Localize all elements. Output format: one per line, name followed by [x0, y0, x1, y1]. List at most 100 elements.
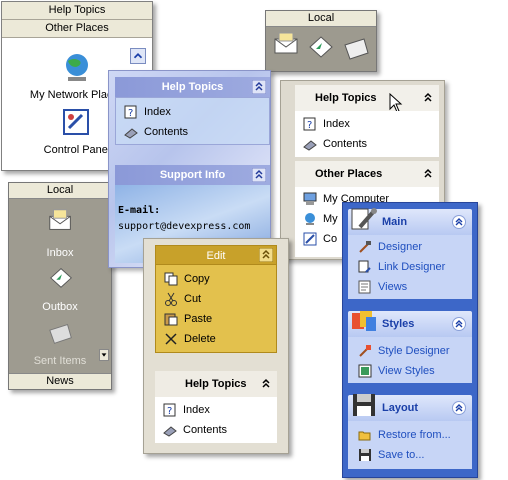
- group-header-other-places[interactable]: Other Places: [295, 161, 439, 187]
- chevron-up-icon[interactable]: [259, 377, 273, 391]
- item-label: Index: [323, 118, 350, 130]
- sent-items-icon[interactable]: [342, 33, 372, 63]
- group-title: Main: [382, 216, 408, 228]
- floppy-disk-icon: [350, 391, 378, 419]
- group-body-edit: Copy Cut Paste Delete: [155, 265, 277, 353]
- navbar-item-inbox[interactable]: Inbox: [46, 247, 74, 259]
- navbar-item-contents[interactable]: Contents: [295, 134, 439, 154]
- group-title: Other Places: [315, 168, 383, 180]
- chevron-up-icon[interactable]: [252, 80, 266, 94]
- inbox-icon[interactable]: [47, 207, 75, 235]
- navbar-xp-blue-panel: Main Designer Link Designer Views Styles: [342, 202, 478, 478]
- book-icon: [163, 423, 177, 437]
- navbar-item-sent-items[interactable]: Sent Items: [33, 355, 87, 367]
- group-header-styles[interactable]: Styles: [348, 311, 472, 337]
- item-label: Views: [378, 281, 408, 293]
- group-title: Help Topics: [185, 378, 247, 390]
- navbar-item-paste[interactable]: Paste: [156, 309, 276, 329]
- group-body-help-topics: ? Index Contents: [295, 111, 439, 157]
- navbar-item-network-places[interactable]: My Network Places: [2, 52, 152, 101]
- support-email[interactable]: support@devexpress.com: [118, 221, 251, 232]
- chevron-up-icon[interactable]: [252, 168, 266, 182]
- item-label: Save to...: [378, 449, 425, 461]
- group-header-news[interactable]: News: [9, 373, 111, 389]
- group-title: Support Info: [159, 169, 226, 181]
- group-header-local[interactable]: Local: [266, 11, 376, 27]
- navbar-item-index[interactable]: ? Index: [116, 102, 269, 122]
- item-label: Style Designer: [378, 345, 450, 357]
- navbar-item-index[interactable]: ? Index: [155, 400, 277, 420]
- inbox-icon[interactable]: [272, 31, 302, 61]
- chevron-up-icon[interactable]: [259, 248, 273, 262]
- scroll-up-button[interactable]: [130, 48, 146, 64]
- navbar-item-index[interactable]: ? Index: [295, 114, 439, 134]
- navbar-item-control-panel[interactable]: Control Panel: [2, 108, 152, 156]
- navbar-item-designer[interactable]: Designer: [348, 237, 472, 257]
- navbar-item-contents[interactable]: Contents: [155, 420, 277, 440]
- item-label: Contents: [144, 126, 189, 138]
- chevron-up-icon[interactable]: [421, 167, 435, 181]
- group-header-main[interactable]: Main: [348, 208, 472, 235]
- outbox-icon[interactable]: [306, 31, 336, 61]
- navbar-item-copy[interactable]: Copy: [156, 269, 276, 289]
- navbar-classic-panel: Help Topics Other Places My Network Plac…: [1, 1, 153, 171]
- help-index-icon: ?: [163, 403, 177, 417]
- chevron-up-icon[interactable]: [452, 215, 466, 229]
- copy-icon: [164, 272, 178, 286]
- navbar-item-contents[interactable]: Contents: [116, 122, 269, 142]
- designer-icon: [358, 240, 372, 254]
- navbar-item-view-styles[interactable]: View Styles: [348, 361, 472, 381]
- chevron-up-icon[interactable]: [421, 91, 435, 105]
- group-body-styles: Style Designer View Styles: [348, 337, 472, 383]
- navbar-item-outbox[interactable]: Outbox: [42, 301, 78, 313]
- network-places-icon: [303, 212, 317, 226]
- scroll-down-button[interactable]: [99, 349, 109, 361]
- group-header-support-info[interactable]: Support Info: [115, 165, 270, 185]
- group-header-edit[interactable]: Edit: [155, 245, 277, 265]
- item-label: Contents: [183, 424, 228, 436]
- sent-items-icon[interactable]: [47, 319, 75, 347]
- navbar-item-style-designer[interactable]: Style Designer: [348, 341, 472, 361]
- style-designer-icon: [358, 344, 372, 358]
- item-label: Paste: [184, 313, 213, 325]
- group-title: Help Topics: [315, 92, 377, 104]
- computer-icon: [303, 192, 317, 206]
- item-label: View Styles: [378, 365, 435, 377]
- navbar-item-cut[interactable]: Cut: [156, 289, 276, 309]
- group-header-help-topics[interactable]: Help Topics: [115, 77, 270, 97]
- scissors-icon: [164, 292, 178, 306]
- group-header-help-topics[interactable]: Help Topics: [295, 85, 439, 111]
- help-index-icon: ?: [124, 105, 138, 119]
- navbar-item-my[interactable]: My: [295, 209, 439, 229]
- navbar-item-link-designer[interactable]: Link Designer: [348, 257, 472, 277]
- group-header-help-topics[interactable]: Help Topics: [2, 2, 152, 20]
- item-label: Copy: [184, 273, 210, 285]
- tools-icon: [350, 205, 378, 233]
- group-header-local[interactable]: Local: [9, 183, 111, 199]
- item-label: Delete: [184, 333, 216, 345]
- book-icon: [124, 125, 138, 139]
- help-index-icon: ?: [303, 117, 317, 131]
- outbox-icon[interactable]: [47, 263, 75, 291]
- navbar-item-delete[interactable]: Delete: [156, 329, 276, 349]
- email-label: E-mail:: [118, 205, 161, 216]
- group-body-layout: Restore from... Save to...: [348, 421, 472, 469]
- control-panel-icon: [303, 232, 317, 246]
- group-title: Edit: [206, 250, 226, 262]
- group-header-help-topics[interactable]: Help Topics: [155, 371, 277, 397]
- book-icon: [303, 137, 317, 151]
- network-places-label: My Network Places: [29, 89, 125, 101]
- navbar-item-co[interactable]: Co: [295, 229, 439, 249]
- group-header-layout[interactable]: Layout: [348, 394, 472, 421]
- item-label: Cut: [184, 293, 202, 305]
- chevron-up-icon[interactable]: [452, 401, 466, 415]
- group-header-other-places[interactable]: Other Places: [2, 20, 152, 38]
- chevron-up-icon[interactable]: [452, 317, 466, 331]
- navbar-item-views[interactable]: Views: [348, 277, 472, 297]
- navbar-item-restore-from[interactable]: Restore from...: [348, 425, 472, 445]
- mouse-cursor-icon: [389, 92, 403, 113]
- navbar-local-panel: Local Inbox Outbox Sent Items News: [8, 182, 112, 390]
- group-title: Styles: [382, 318, 415, 330]
- group-body-help-topics: ? Index Contents: [155, 397, 277, 443]
- navbar-item-save-to[interactable]: Save to...: [348, 445, 472, 465]
